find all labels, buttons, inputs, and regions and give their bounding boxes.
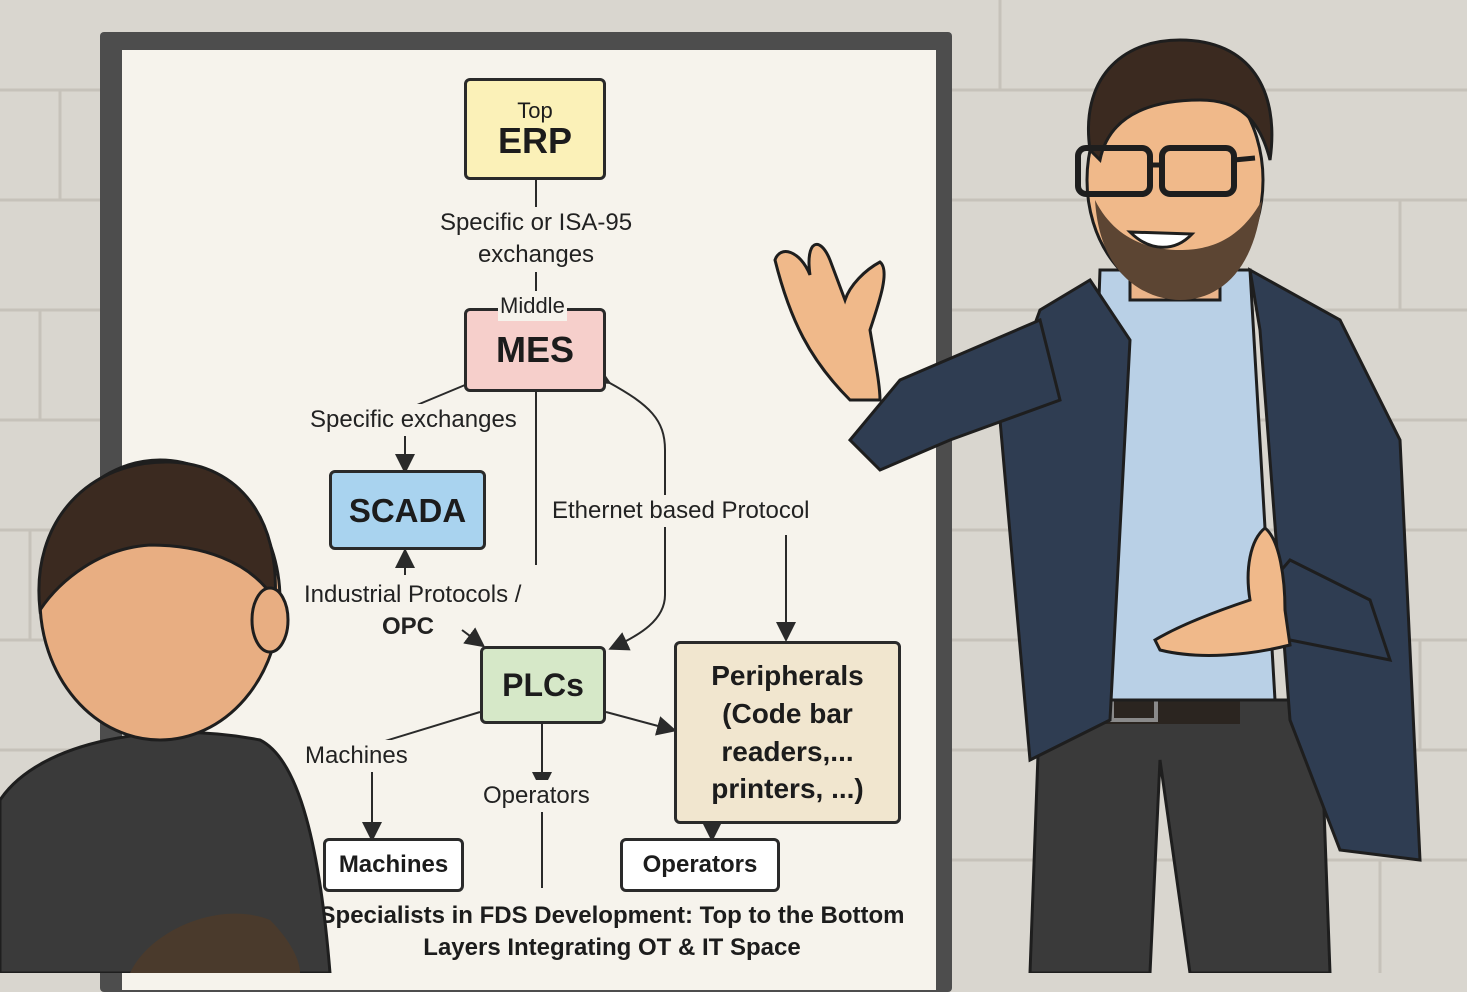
edge-plcs-peripherals bbox=[605, 711, 677, 736]
peripherals-line-1: Peripherals bbox=[711, 659, 864, 691]
machines-name: Machines bbox=[338, 851, 449, 878]
plcs-operators-label: Operators bbox=[483, 780, 590, 813]
diagram-caption: Specialists in FDS Development: Top to t… bbox=[312, 900, 912, 965]
mes-plcs-label: Ethernet based Protocol bbox=[552, 495, 810, 528]
mes-name: MES bbox=[495, 329, 574, 370]
machines-node: Machines bbox=[323, 838, 464, 892]
erp-mes-label-line-2: exchanges bbox=[477, 241, 595, 269]
plcs-node: PLCs bbox=[480, 646, 606, 724]
mes-level-label: Middle bbox=[498, 291, 567, 321]
peripherals-line-3: readers,... bbox=[721, 735, 854, 767]
operators-name: Operators bbox=[642, 851, 758, 878]
erp-mes-label-line-1: Specific or ISA-95 bbox=[439, 209, 633, 236]
caption-line-2: Layers Integrating OT & IT Space bbox=[423, 934, 801, 962]
plcs-name: PLCs bbox=[502, 667, 584, 703]
caption-line-1: Specialists in FDS Development: Top to t… bbox=[319, 902, 905, 929]
peripherals-line-4: printers, ...) bbox=[711, 773, 864, 805]
erp-level-label: Top bbox=[517, 97, 553, 123]
scada-node: SCADA bbox=[329, 470, 486, 550]
plcs-machines-label: Machines bbox=[305, 740, 408, 773]
scada-name: SCADA bbox=[348, 491, 467, 529]
erp-mes-label: Specific or ISA-95 exchanges bbox=[416, 207, 656, 272]
scada-plcs-label-line-1: Industrial Protocols / bbox=[304, 579, 522, 612]
erp-name: ERP bbox=[497, 120, 573, 162]
peripherals-line-2: (Code bar bbox=[722, 697, 853, 729]
edge-opc-plcs bbox=[461, 627, 486, 648]
erp-node: Top ERP bbox=[464, 78, 606, 180]
mes-scada-label: Specific exchanges bbox=[310, 404, 517, 437]
scada-plcs-label-line-2: OPC bbox=[382, 613, 435, 640]
peripherals-node: Peripherals (Code bar readers,... printe… bbox=[674, 641, 901, 824]
operators-node: Operators bbox=[620, 838, 780, 892]
